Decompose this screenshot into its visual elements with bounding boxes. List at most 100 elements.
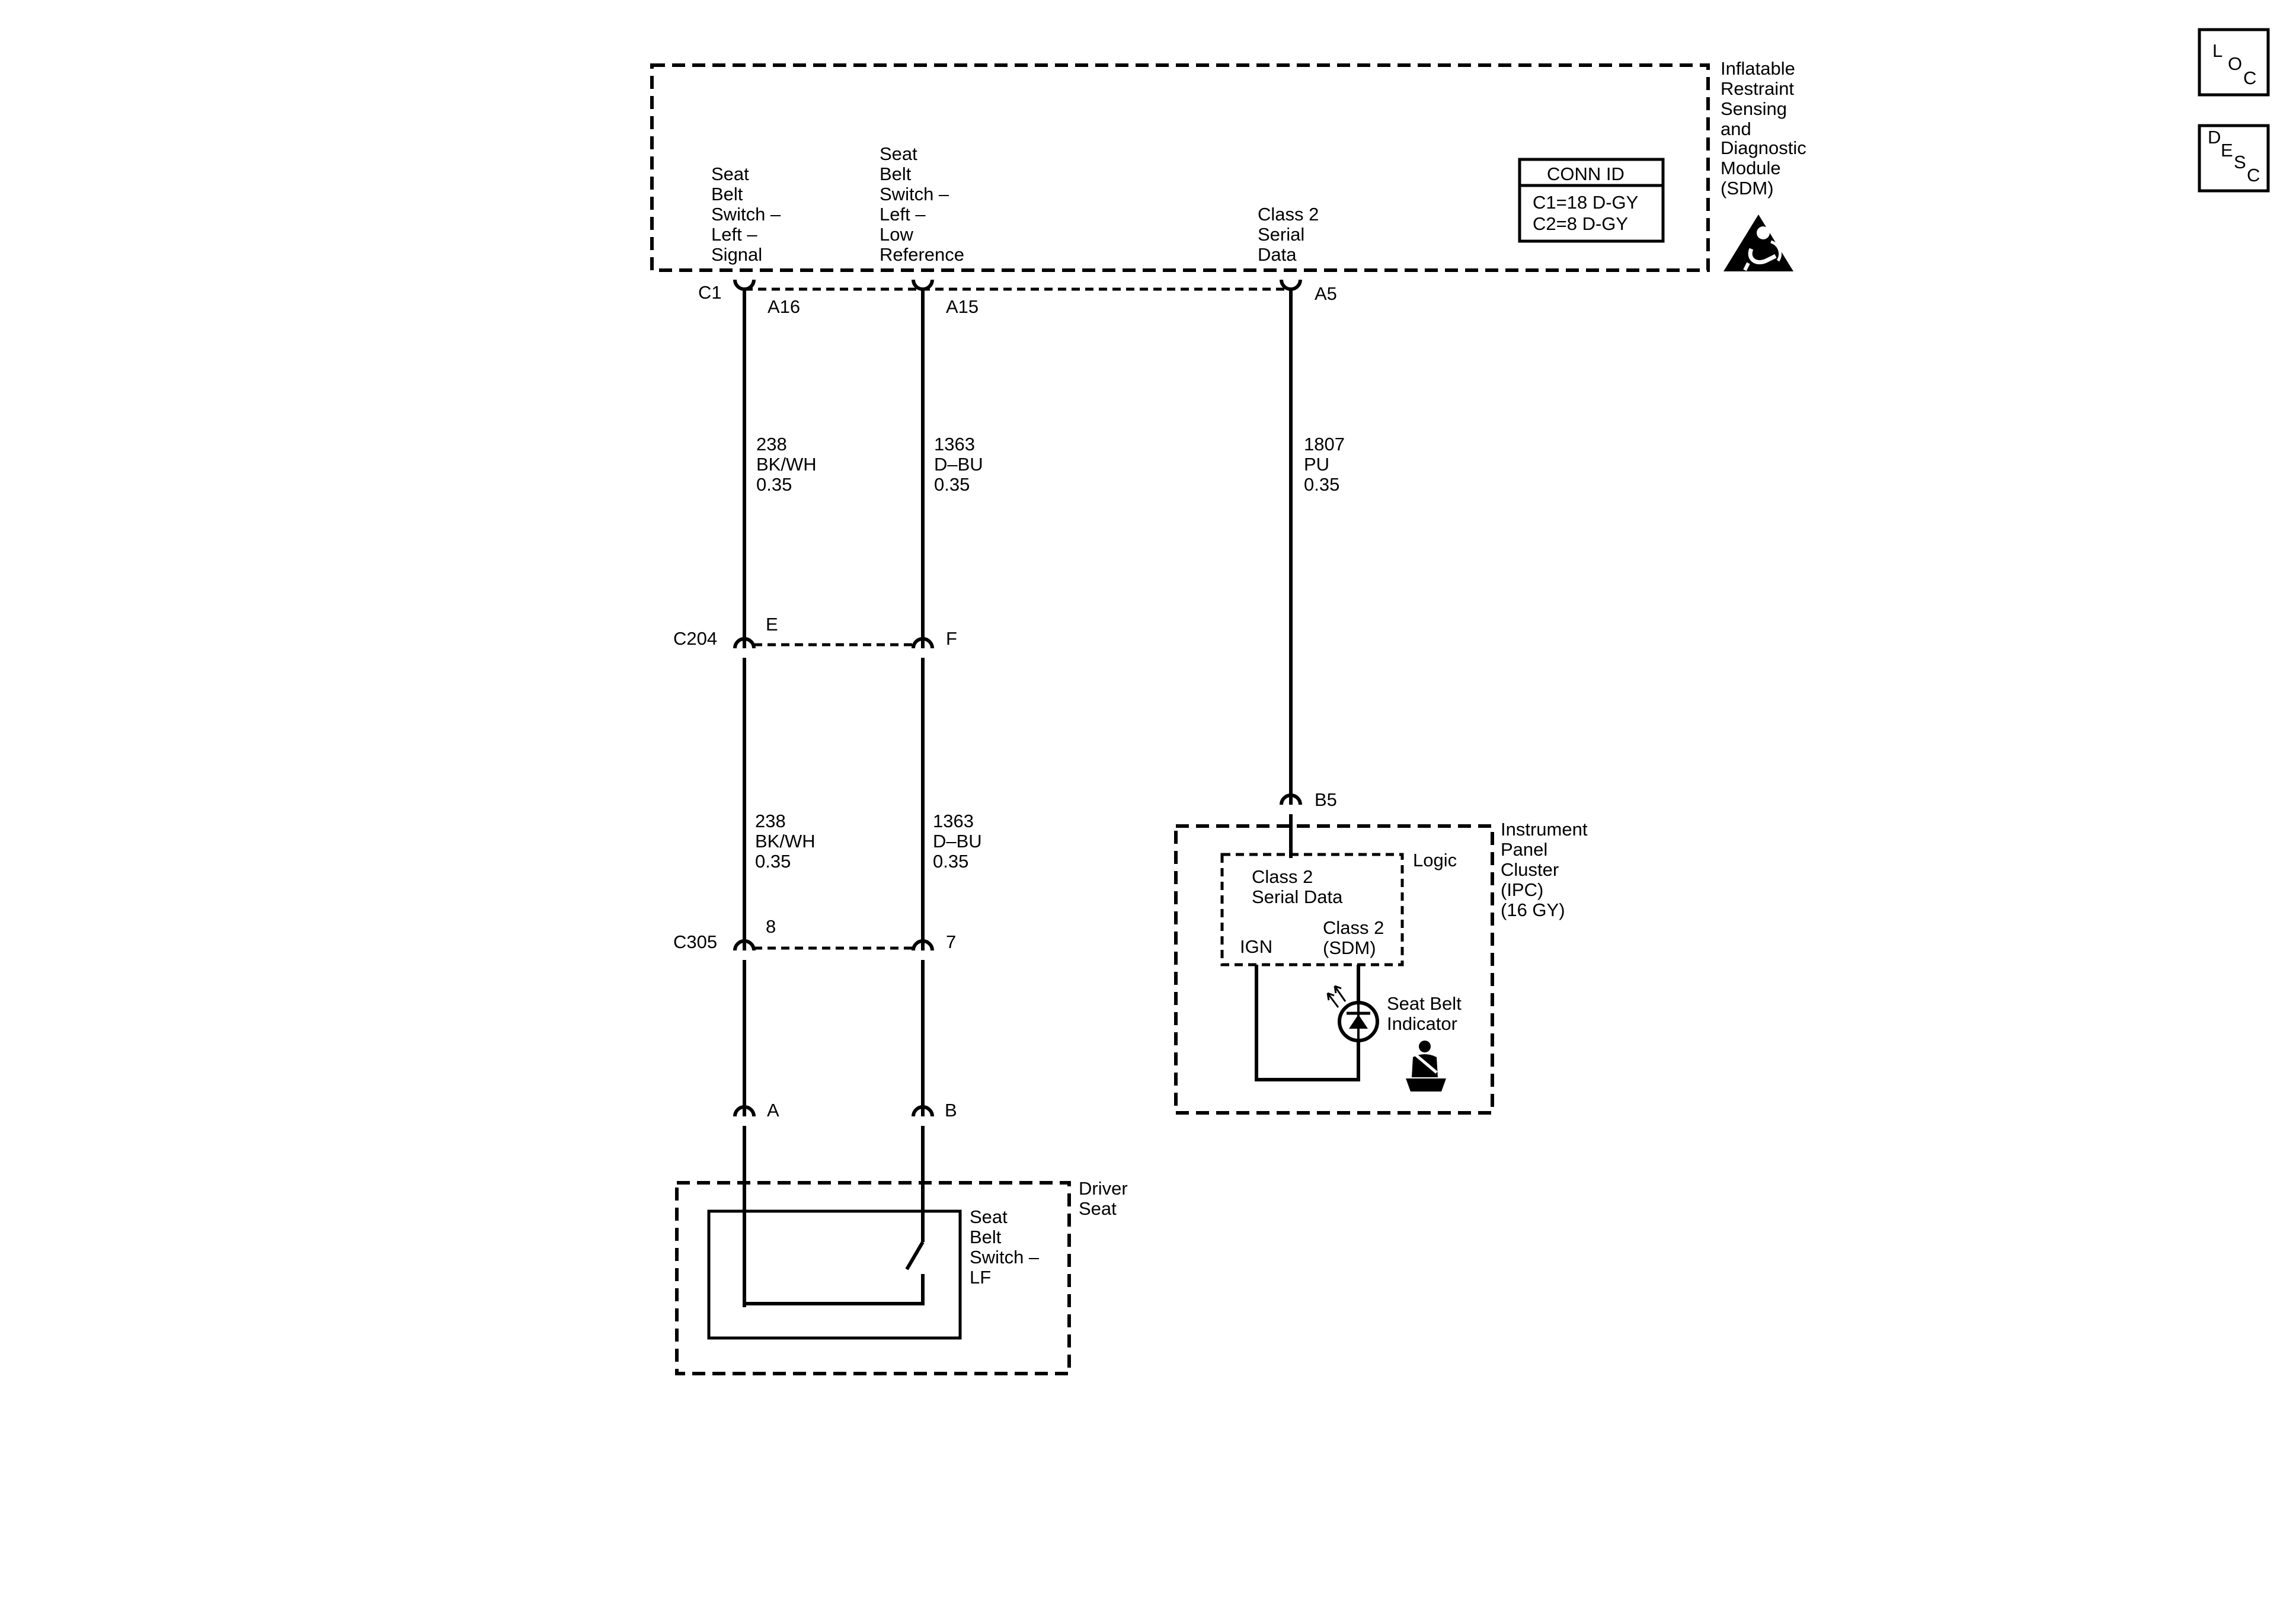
svg-text:C305: C305: [673, 932, 717, 952]
svg-text:B5: B5: [1315, 789, 1337, 810]
svg-text:LF: LF: [970, 1267, 991, 1288]
svg-text:BK/WH: BK/WH: [756, 454, 817, 475]
svg-text:238: 238: [756, 434, 787, 454]
sdm-pin-label-signal: Seat Belt Switch – Left – Signal: [711, 164, 781, 265]
svg-text:L: L: [2212, 40, 2223, 61]
svg-text:1807: 1807: [1304, 434, 1345, 454]
svg-text:S: S: [2234, 152, 2246, 172]
svg-text:D–BU: D–BU: [934, 454, 983, 475]
wire-label-238-upper: 238 BK/WH 0.35: [756, 434, 817, 495]
svg-text:Panel: Panel: [1501, 839, 1547, 860]
svg-text:(IPC): (IPC): [1501, 879, 1543, 900]
conn-id-table: CONN ID C1=18 D-GY C2=8 D-GY: [1518, 158, 1665, 243]
svg-text:238: 238: [755, 811, 786, 831]
svg-text:BK/WH: BK/WH: [755, 831, 816, 852]
sdm-pin-label-serial-data: Class 2 Serial Data: [1258, 204, 1319, 265]
sdm-module: Inflatable Restraint Sensing and Diagnos…: [650, 58, 1806, 272]
svg-text:IGN: IGN: [1240, 936, 1272, 957]
svg-text:7: 7: [946, 932, 956, 952]
svg-text:0.35: 0.35: [1304, 474, 1339, 495]
svg-text:Seat: Seat: [970, 1206, 1008, 1227]
svg-text:Seat: Seat: [880, 143, 917, 164]
svg-text:Instrument: Instrument: [1501, 819, 1588, 840]
svg-text:C: C: [2247, 165, 2260, 185]
svg-text:B: B: [945, 1100, 957, 1121]
connector-c204: C204 E F: [673, 614, 957, 649]
connector-c305: C305 8 7: [673, 916, 956, 952]
svg-text:Data: Data: [1258, 244, 1297, 265]
svg-text:Class 2: Class 2: [1323, 917, 1384, 938]
svg-text:E: E: [766, 614, 778, 635]
wire-label-238-lower: 238 BK/WH 0.35: [755, 811, 816, 872]
svg-text:Seat: Seat: [711, 164, 749, 184]
svg-text:A16: A16: [768, 296, 800, 317]
svg-text:F: F: [946, 628, 957, 649]
sdm-name: Inflatable Restraint Sensing and Diagnos…: [1721, 58, 1806, 199]
svg-text:C1: C1: [698, 282, 722, 303]
svg-text:A5: A5: [1315, 283, 1337, 304]
driver-seat-boundary: [675, 1181, 1071, 1375]
svg-text:Class 2: Class 2: [1252, 866, 1313, 887]
sdm-boundary: [650, 63, 1710, 272]
svg-text:(16 GY): (16 GY): [1501, 900, 1565, 920]
svg-text:Seat Belt: Seat Belt: [1387, 993, 1462, 1014]
svg-text:Indicator: Indicator: [1387, 1013, 1457, 1034]
svg-text:E: E: [2221, 140, 2233, 161]
svg-text:C2=8 D-GY: C2=8 D-GY: [1533, 213, 1628, 234]
svg-text:D–BU: D–BU: [933, 831, 982, 852]
svg-text:Signal: Signal: [711, 244, 762, 265]
svg-text:0.35: 0.35: [756, 474, 792, 495]
svg-text:Seat: Seat: [1079, 1198, 1117, 1219]
svg-text:O: O: [2228, 53, 2242, 74]
wire-label-1363-lower: 1363 D–BU 0.35: [933, 811, 982, 872]
svg-text:Serial: Serial: [1258, 224, 1304, 245]
svg-text:Class 2: Class 2: [1258, 204, 1319, 225]
svg-text:C1=18 D-GY: C1=18 D-GY: [1533, 192, 1638, 213]
ipc-logic-box: [1220, 853, 1404, 966]
svg-text:1363: 1363: [933, 811, 974, 831]
loc-button[interactable]: L O C: [2198, 28, 2270, 97]
driver-seat: Driver Seat Seat Belt Switch – LF: [675, 1178, 1128, 1375]
svg-text:Logic: Logic: [1413, 850, 1457, 870]
svg-text:Restraint: Restraint: [1721, 78, 1794, 99]
wire-label-1363-upper: 1363 D–BU 0.35: [934, 434, 983, 495]
svg-text:1363: 1363: [934, 434, 975, 454]
svg-text:C: C: [2243, 68, 2256, 88]
svg-text:Left –: Left –: [711, 224, 757, 245]
svg-text:D: D: [2208, 127, 2221, 148]
seat-belt-switch-lf: Seat Belt Switch – LF: [707, 1206, 1040, 1340]
svg-text:A: A: [767, 1100, 779, 1121]
svg-text:(SDM): (SDM): [1721, 178, 1774, 199]
svg-text:Switch –: Switch –: [880, 184, 949, 204]
svg-text:Switch –: Switch –: [711, 204, 781, 225]
svg-text:C204: C204: [673, 628, 717, 649]
desc-button[interactable]: D E S C: [2198, 124, 2270, 193]
sdm-pin-label-low-reference: Seat Belt Switch – Left – Low Reference: [880, 143, 964, 265]
svg-text:Left –: Left –: [880, 204, 926, 225]
svg-text:and: and: [1721, 119, 1751, 139]
svg-text:Belt: Belt: [711, 184, 743, 204]
seat-belt-indicator-led-icon: [1326, 985, 1379, 1042]
svg-text:CONN ID: CONN ID: [1547, 164, 1625, 184]
svg-text:Belt: Belt: [970, 1227, 1002, 1247]
svg-text:0.35: 0.35: [755, 851, 791, 872]
connector-seat: A B: [733, 1100, 957, 1121]
svg-text:Inflatable: Inflatable: [1721, 58, 1795, 79]
svg-text:Driver: Driver: [1079, 1178, 1128, 1199]
ipc-name: Instrument Panel Cluster (IPC) (16 GY): [1501, 819, 1588, 920]
ipc-module: B5 Instrument Panel Cluster (IPC) (16 GY…: [1174, 789, 1588, 1115]
svg-text:Diagnostic: Diagnostic: [1721, 137, 1806, 158]
svg-text:(SDM): (SDM): [1323, 937, 1376, 958]
svg-text:Cluster: Cluster: [1501, 859, 1559, 880]
svg-text:PU: PU: [1304, 454, 1329, 475]
svg-text:Module: Module: [1721, 158, 1781, 178]
svg-text:Low: Low: [880, 224, 913, 245]
airbag-warning-icon: [1723, 215, 1793, 271]
svg-text:A15: A15: [946, 296, 978, 317]
wire-label-1807: 1807 PU 0.35: [1304, 434, 1345, 495]
svg-text:0.35: 0.35: [933, 851, 968, 872]
svg-text:Reference: Reference: [880, 244, 964, 265]
connector-c1: C1 A16 A15 A5: [698, 279, 1337, 317]
svg-text:Sensing: Sensing: [1721, 98, 1787, 119]
